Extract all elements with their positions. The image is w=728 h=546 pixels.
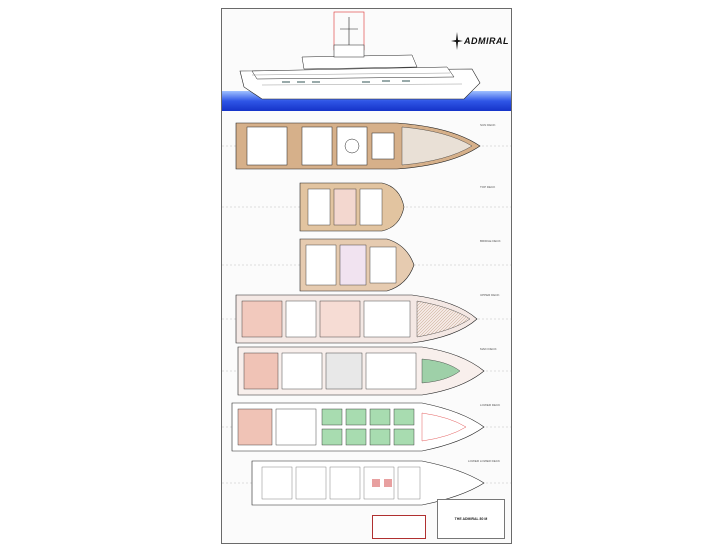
bridge-deck-plan xyxy=(222,238,511,292)
drawing-sheet: ADMIRAL SUN DECK TOP DECK BRIDGE DECK UP… xyxy=(221,8,512,544)
brand-logo: ADMIRAL xyxy=(451,32,511,52)
title-block: THE ADMIRAL 80 M xyxy=(437,499,505,539)
deck-label-lower: LOWER DECK xyxy=(480,403,501,407)
brand-name: ADMIRAL xyxy=(464,36,509,46)
main-deck-plan xyxy=(222,346,511,396)
deck-label-main: MAIN DECK xyxy=(480,347,497,351)
general-arrangement-drawing xyxy=(222,11,511,532)
title-block-name: THE ADMIRAL 80 M xyxy=(454,517,488,521)
side-profile xyxy=(222,11,511,111)
notes-box xyxy=(372,515,426,539)
sun-deck-plan xyxy=(222,122,511,170)
lower-lower-deck-plan xyxy=(222,460,511,506)
deck-label-upper: UPPER DECK xyxy=(480,293,500,297)
upper-deck-plan xyxy=(222,294,511,344)
top-deck-plan xyxy=(222,182,511,232)
compass-star-icon xyxy=(451,32,463,50)
deck-label-lower-lower: LOWER LOWER DECK xyxy=(468,459,501,463)
deck-label-top: TOP DECK xyxy=(480,185,496,189)
deck-label-sun: SUN DECK xyxy=(480,123,496,127)
deck-label-bridge: BRIDGE DECK xyxy=(480,239,501,243)
lower-deck-plan xyxy=(222,402,511,452)
